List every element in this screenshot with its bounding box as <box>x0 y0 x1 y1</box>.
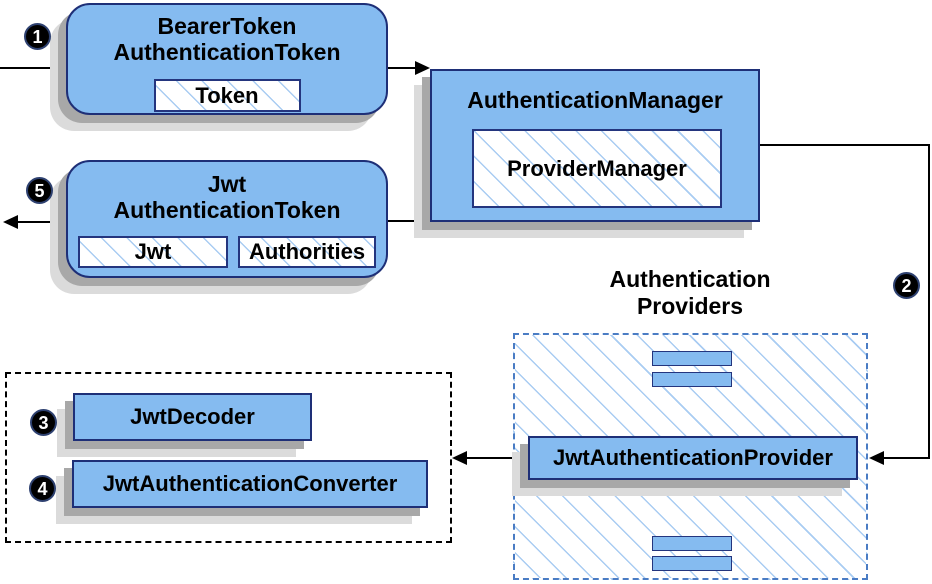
jwt-chip-label: Jwt <box>134 239 172 264</box>
token-chip-label: Token <box>195 82 259 108</box>
token-chip: Token <box>153 79 301 112</box>
provider-slot-bar <box>652 536 732 551</box>
bearer-token-box-title: BearerToken AuthenticationToken <box>113 13 341 65</box>
jwt-decoder-converter-container <box>5 372 452 543</box>
authentication-providers-container: JwtAuthenticationProvider <box>513 333 868 580</box>
flow-arrow-bearer-to-manager <box>388 61 430 75</box>
authentication-manager-title: AuthenticationManager <box>467 87 723 113</box>
jwt-decoder-box: JwtDecoder <box>73 393 312 441</box>
step-2-badge: 2 <box>893 272 920 299</box>
jwt-authentication-token-box: Jwt AuthenticationToken Jwt Authorities <box>66 160 388 278</box>
authentication-manager-box: AuthenticationManager ProviderManager <box>430 69 760 222</box>
flow-arrow-provider-to-decoder-group <box>452 451 513 465</box>
jwt-chip: Jwt <box>78 236 228 268</box>
bearer-token-authentication-token-box: BearerToken AuthenticationToken Token <box>66 3 388 115</box>
jwt-authentication-provider-label: JwtAuthenticationProvider <box>553 445 833 470</box>
jwt-authentication-converter-box: JwtAuthenticationConverter <box>72 460 428 508</box>
step-5-badge: 5 <box>26 177 53 204</box>
step-3-number: 3 <box>38 412 49 433</box>
provider-slot-bar <box>652 556 732 571</box>
authorities-chip: Authorities <box>238 236 376 268</box>
step-3-badge: 3 <box>30 409 57 436</box>
provider-manager-chip: ProviderManager <box>472 129 722 208</box>
provider-slot-bar <box>652 351 732 366</box>
jwt-token-box-title: Jwt AuthenticationToken <box>113 171 341 223</box>
step-4-number: 4 <box>37 478 48 499</box>
step-1-badge: 1 <box>24 23 51 50</box>
step-2-number: 2 <box>901 275 912 296</box>
step-4-badge: 4 <box>29 475 56 502</box>
flow-arrow-jwt-token-outgoing <box>3 215 66 229</box>
provider-manager-chip-label: ProviderManager <box>507 155 687 181</box>
jwt-authentication-provider-box: JwtAuthenticationProvider <box>528 436 858 480</box>
authentication-providers-title: Authentication Providers <box>609 266 771 319</box>
jwt-token-chip-row: Jwt Authorities <box>78 236 376 268</box>
jwt-decoder-label: JwtDecoder <box>130 404 255 429</box>
jwt-authentication-converter-label: JwtAuthenticationConverter <box>102 471 398 496</box>
authorities-chip-label: Authorities <box>248 239 366 264</box>
provider-slot-bar <box>652 372 732 387</box>
step-1-number: 1 <box>32 26 43 47</box>
step-5-number: 5 <box>34 180 45 201</box>
